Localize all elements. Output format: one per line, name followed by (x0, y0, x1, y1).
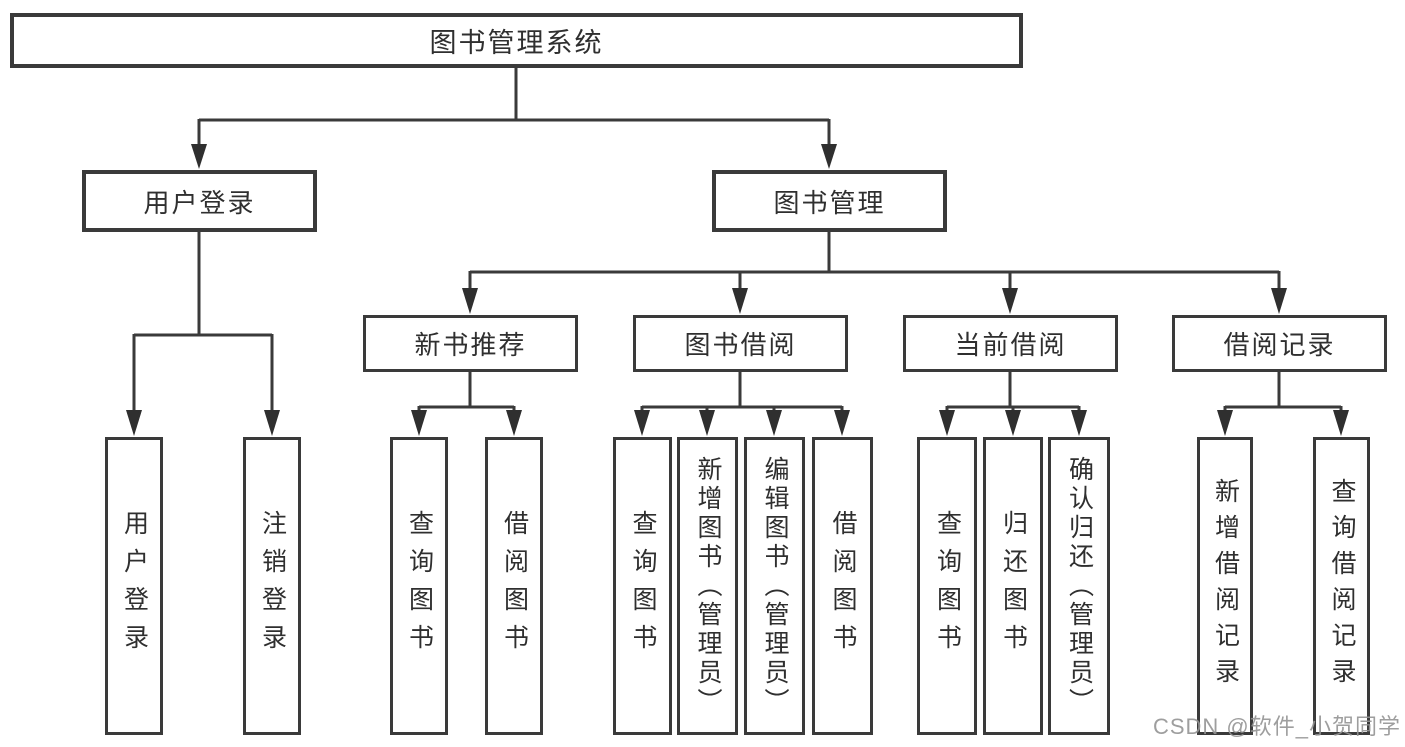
node-borrow-records: 借阅记录 (1172, 315, 1387, 372)
leaf-edit-book-admin: 编辑图书（管理员） (744, 437, 805, 735)
node-label: 用户登录 (143, 187, 256, 218)
node-label: 新书推荐 (414, 330, 527, 360)
node-label: 图书管理 (773, 187, 886, 218)
node-label: 注销登录 (258, 510, 287, 662)
csdn-watermark: CSDN @软件_小贺同学 (1152, 714, 1401, 739)
node-label: 归还图书 (999, 510, 1028, 662)
node-book-management: 图书管理 (712, 170, 947, 232)
node-label: 图书借阅 (684, 330, 797, 360)
leaf-borrow-books-borrow: 借阅图书 (812, 437, 873, 735)
leaf-borrow-books-recommend: 借阅图书 (485, 437, 543, 735)
node-label: 借阅图书 (829, 510, 857, 662)
leaf-query-books-recommend: 查询图书 (390, 437, 448, 735)
node-label: 查询借阅记录 (1328, 478, 1356, 694)
leaf-add-book-admin: 新增图书（管理员） (677, 437, 738, 735)
leaf-logout-login: 注销登录 (243, 437, 301, 735)
leaf-query-books-current: 查询图书 (917, 437, 977, 735)
node-label: 查询图书 (933, 510, 962, 662)
node-label: 查询图书 (629, 510, 657, 662)
node-label: 新增图书（管理员） (694, 455, 722, 717)
leaf-query-borrow-record: 查询借阅记录 (1313, 437, 1370, 735)
leaf-confirm-return-admin: 确认归还（管理员） (1048, 437, 1110, 735)
node-label: 确认归还（管理员） (1065, 455, 1094, 717)
node-new-book-recommend: 新书推荐 (363, 315, 578, 372)
node-user-login: 用户登录 (82, 170, 317, 232)
leaf-user-login: 用户登录 (105, 437, 163, 735)
node-label: 借阅记录 (1223, 330, 1336, 360)
leaf-return-book: 归还图书 (983, 437, 1043, 735)
node-label: 当前借阅 (954, 330, 1067, 360)
node-label: 用户登录 (120, 510, 149, 662)
node-current-borrow: 当前借阅 (903, 315, 1118, 372)
node-label: 图书管理系统 (429, 28, 604, 58)
node-label: 新增借阅记录 (1211, 478, 1240, 694)
leaf-add-borrow-record: 新增借阅记录 (1197, 437, 1253, 735)
node-label: 查询图书 (405, 510, 434, 662)
node-label: 编辑图书（管理员） (761, 455, 789, 717)
node-label: 借阅图书 (500, 510, 529, 662)
node-book-borrow: 图书借阅 (633, 315, 848, 372)
leaf-query-books-borrow: 查询图书 (613, 437, 672, 735)
node-library-system: 图书管理系统 (10, 13, 1023, 68)
